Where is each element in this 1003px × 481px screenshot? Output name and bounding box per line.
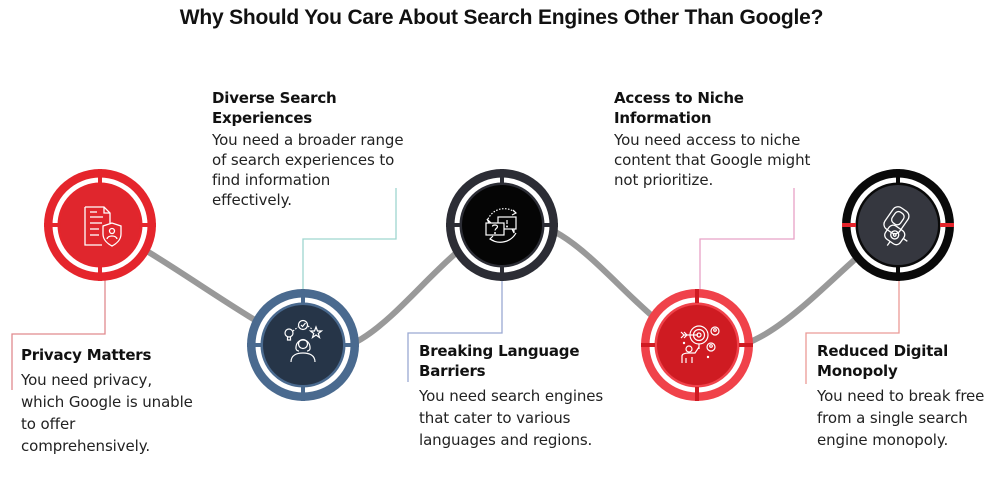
step-description: You need to break free from a single sea… [817, 387, 985, 449]
step-heading: Access to Niche Information [614, 89, 744, 127]
translation-chat-icon [485, 208, 518, 243]
connector-4 [699, 188, 795, 290]
step-description: You need privacy, which Google is unable… [21, 371, 193, 455]
step-circle-5 [842, 169, 954, 281]
step-heading: Privacy Matters [21, 346, 152, 364]
step-heading: Breaking Language Barriers [419, 342, 580, 380]
connector-2 [302, 188, 397, 290]
step-card-niche-information: Access to Niche Information You need acc… [614, 88, 814, 190]
step-card-digital-monopoly: Reduced Digital Monopoly You need to bre… [817, 341, 1002, 451]
step-circle-2 [247, 289, 359, 401]
person-ideas-icon [284, 319, 324, 363]
step-heading: Diverse Search Experiences [212, 89, 337, 127]
target-audience-icon [680, 325, 720, 363]
step-circle-1 [44, 169, 156, 281]
step-description: You need a broader range of search exper… [212, 131, 404, 209]
page-title: Why Should You Care About Search Engines… [179, 6, 824, 29]
broken-link-icon [883, 206, 910, 246]
step-card-privacy: Privacy Matters You need privacy, which … [21, 345, 196, 457]
step-circle-4 [641, 289, 753, 401]
privacy-document-shield-icon [84, 206, 122, 247]
step-card-diverse-search: Diverse Search Experiences You need a br… [212, 88, 412, 210]
step-description: You need access to niche content that Go… [614, 131, 811, 189]
step-heading: Reduced Digital Monopoly [817, 342, 949, 380]
step-card-language-barriers: Breaking Language Barriers You need sear… [419, 341, 619, 451]
connector-5 [805, 280, 900, 384]
connector-1 [11, 270, 106, 390]
step-description: You need search engines that cater to va… [419, 387, 604, 449]
step-circle-3 [446, 169, 558, 281]
connector-3 [407, 280, 503, 382]
